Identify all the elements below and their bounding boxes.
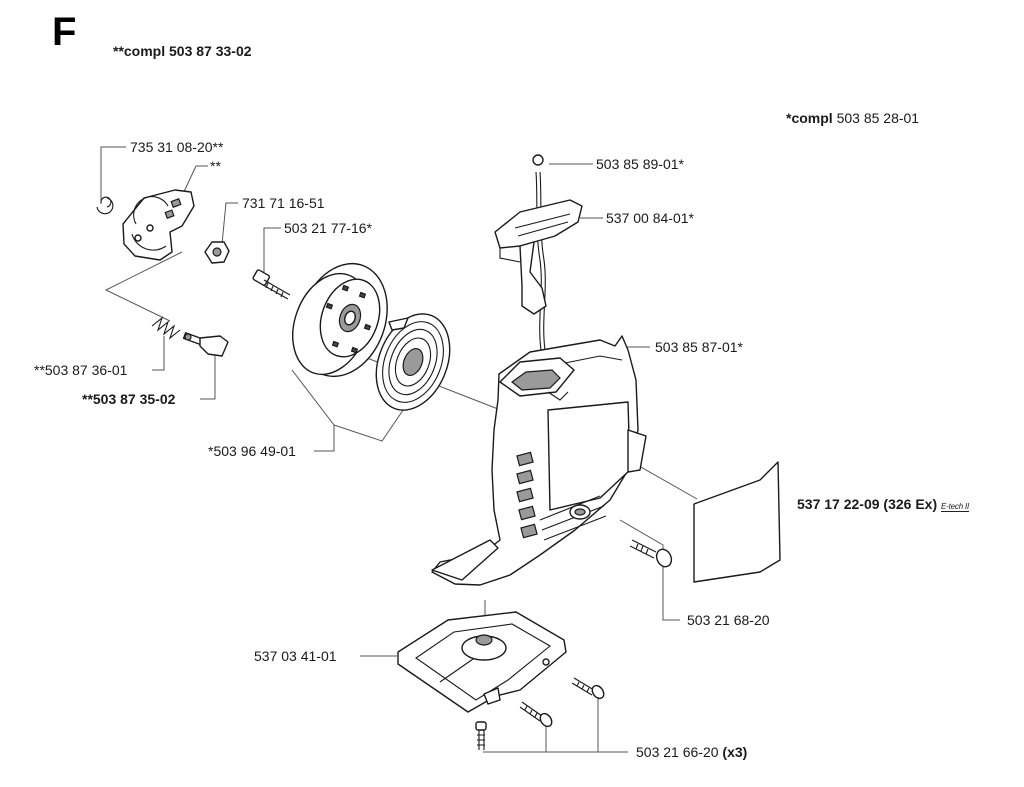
leader-735-31 [100, 146, 126, 204]
leader-star2 [181, 165, 208, 197]
kit-compl-503-85-28: *compl 503 85 28-01 [786, 110, 920, 126]
screw-bracket-2-icon [519, 701, 553, 728]
leader-503-21-77 [263, 227, 281, 272]
cover-plate-icon [122, 189, 195, 261]
label-503-21-66-20: 503 21 66-20 (x3) [636, 744, 748, 760]
screw-bracket-1-icon [475, 721, 487, 750]
label-503-87-35-02: **503 87 35-02 [82, 391, 176, 407]
label-503-21-77-16: 503 21 77-16* [284, 220, 372, 236]
leader-bracket-kit [104, 251, 183, 322]
label-537-17-22-09: 537 17 22-09 (326 Ex) E-tech II [797, 496, 970, 512]
spring-icon [151, 316, 181, 340]
starter-handle-icon [494, 154, 583, 351]
recoil-spring-icon [375, 313, 451, 411]
leader-503-96-49-a [291, 369, 335, 452]
label-503-85-87-01: 503 85 87-01* [655, 339, 743, 355]
leader-503-96-49-b [333, 396, 413, 442]
label-731-71-16-51: 731 71 16-51 [242, 195, 325, 211]
label-star2: ** [210, 158, 221, 174]
label-537-00-84-01: 537 00 84-01* [606, 210, 694, 226]
nut-icon [204, 241, 230, 264]
label-503-87-36-01: **503 87 36-01 [34, 362, 128, 378]
label-735-31-08-20: 735 31 08-20** [130, 139, 224, 155]
section-letter: F [52, 10, 77, 54]
pulley-icon [292, 262, 388, 378]
etech-badge: E-tech II [941, 502, 970, 512]
starter-housing-icon [431, 335, 647, 586]
decal-icon [693, 461, 781, 583]
label-503-96-49-01: *503 96 49-01 [208, 443, 296, 459]
screw-icon [252, 269, 291, 300]
kit-compl-503-87-33: **compl 503 87 33-02 [113, 43, 252, 59]
leader-503-21-68 [619, 519, 680, 621]
leader-731-71 [221, 202, 238, 245]
label-537-03-41-01: 537 03 41-01 [254, 648, 337, 664]
label-503-21-68-20: 503 21 68-20 [687, 612, 770, 628]
screw-bracket-3-icon [571, 677, 605, 700]
leader-503-87-36 [152, 336, 165, 371]
pawl-icon [182, 332, 229, 357]
screw-housing-icon [629, 539, 673, 568]
label-503-85-89-01: 503 85 89-01* [596, 156, 684, 172]
bracket-icon [397, 611, 567, 713]
leader-503-87-35 [200, 351, 216, 400]
snap-ring-icon [96, 196, 114, 215]
